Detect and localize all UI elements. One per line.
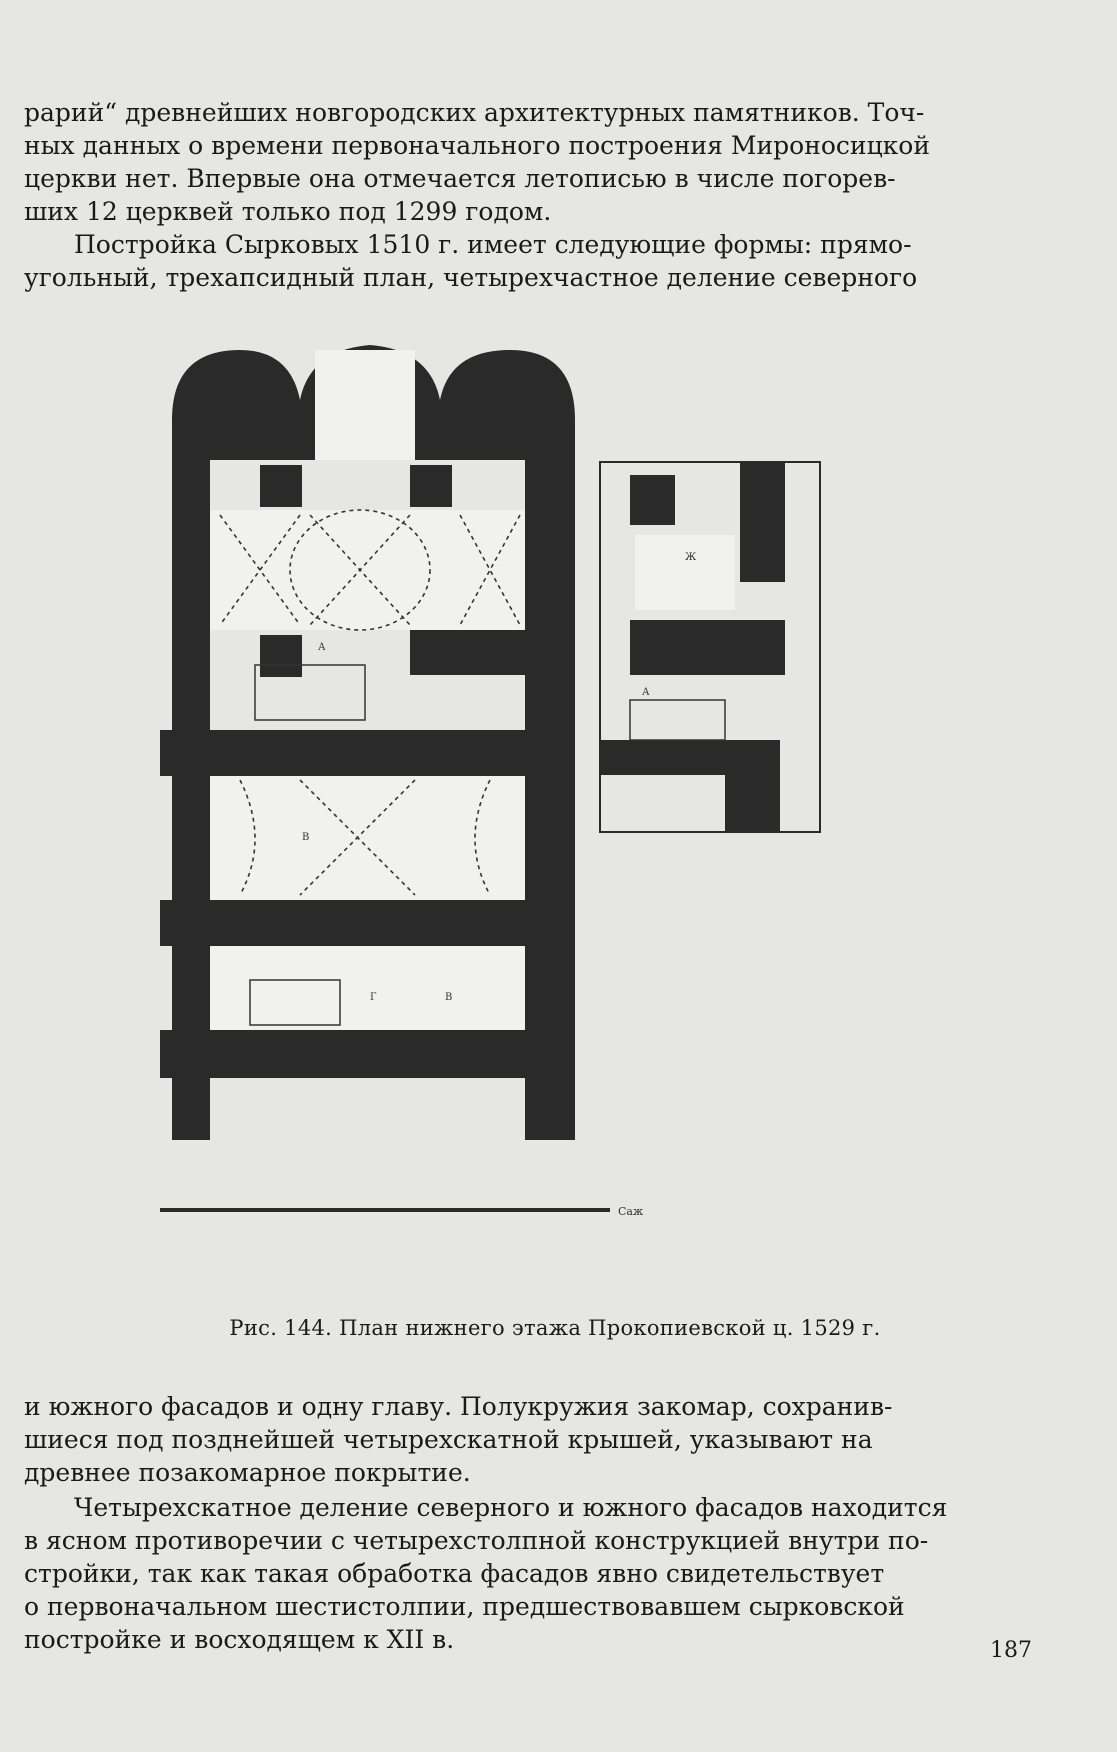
- stairs: [249, 664, 726, 1026]
- text-line: Постройка Сырковых 1510 г. имеет следующ…: [74, 230, 912, 259]
- paragraph-4: Четырехскатное деление северного и южног…: [24, 1491, 1044, 1656]
- scale-label: Саж: [618, 1205, 643, 1218]
- text-line: церкви нет. Впервые она отмечается летоп…: [24, 164, 896, 193]
- room-label: А: [642, 687, 650, 698]
- text-line: и южного фасадов и одну главу. Полукружи…: [24, 1392, 893, 1421]
- text-line: в ясном противоречии с четырехстолпной к…: [24, 1526, 929, 1555]
- text-line: ных данных о времени первоначального пос…: [24, 131, 930, 160]
- text-line: о первоначальном шестистолпии, предшеств…: [24, 1592, 905, 1621]
- text-line: рарий“ древнейших новгородских архитекту…: [24, 98, 925, 127]
- room-label: В: [302, 832, 309, 843]
- text-line: Четырехскатное деление северного и южног…: [74, 1493, 948, 1522]
- page-number: 187: [990, 1638, 1032, 1663]
- room-label: А: [318, 642, 326, 653]
- vault-lines: [219, 509, 521, 896]
- room-label: Ж: [685, 552, 697, 563]
- scale-bar: Саж: [160, 1205, 643, 1218]
- room-labels: В Г В А А Ж: [302, 552, 697, 1003]
- text-line: ших 12 церквей только под 1299 годом.: [24, 197, 552, 226]
- text-line: угольный, трехапсидный план, четырехчаст…: [24, 263, 918, 292]
- figure-caption: Рис. 144. План нижнего этажа Прокопиевск…: [229, 1316, 881, 1340]
- text-line: стройки, так как такая обработка фасадов…: [24, 1559, 885, 1588]
- text-line: постройке и восходящем к XII в.: [24, 1625, 455, 1654]
- room-label: Г: [370, 992, 377, 1003]
- room-label: В: [445, 992, 452, 1003]
- church-floor-plan: В Г В А А Ж Саж: [160, 345, 821, 1218]
- plan-walls: [160, 345, 821, 1140]
- paragraph-1: рарий“ древнейших новгородских архитекту…: [24, 96, 1044, 228]
- paragraph-3: и южного фасадов и одну главу. Полукружи…: [24, 1390, 1044, 1489]
- paragraph-2: Постройка Сырковых 1510 г. имеет следующ…: [24, 228, 1044, 294]
- text-line: древнее позакомарное покрытие.: [24, 1458, 471, 1487]
- plan-rooms: [210, 350, 735, 1030]
- text-line: шиеся под позднейшей четырехскатной крыш…: [24, 1425, 873, 1454]
